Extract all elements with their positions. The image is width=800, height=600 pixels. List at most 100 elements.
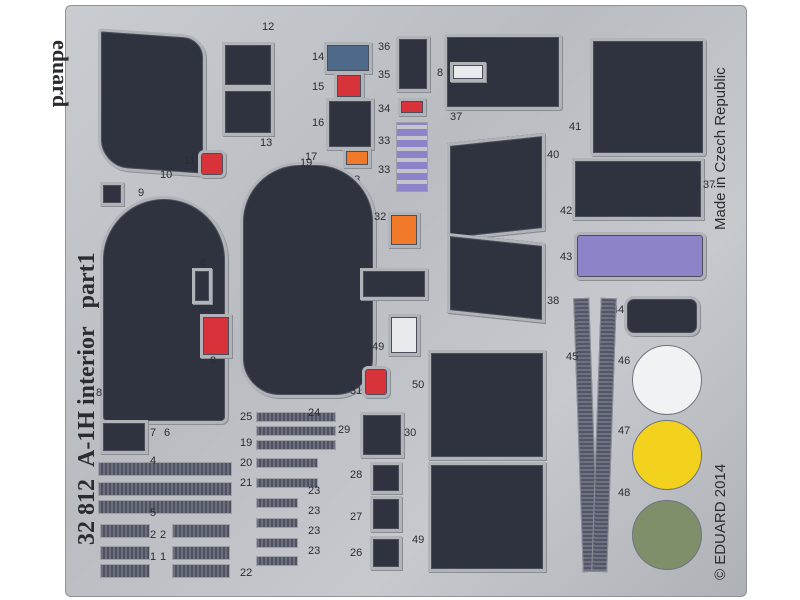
belt-part-2: [100, 524, 150, 538]
belt-part-3c: [98, 500, 232, 514]
product-part: part1: [74, 252, 100, 309]
dial-part-45: [632, 345, 702, 415]
panel-part-11: [198, 150, 226, 178]
product-code: 32 812: [74, 479, 100, 545]
belt-part-3b: [98, 482, 232, 496]
part-label: 8: [200, 257, 207, 269]
panel-part-40: [590, 38, 706, 156]
part-label: 29: [338, 424, 351, 436]
panel-part-39: [447, 132, 545, 242]
panel-part-7: [200, 314, 232, 358]
strip-part-23d: [256, 556, 298, 566]
brand-label: eduard: [48, 40, 73, 108]
part-label: 19: [240, 437, 253, 449]
part-label: 21: [240, 477, 253, 489]
instrument-panel-17: [240, 162, 376, 398]
part-label: 4: [150, 455, 157, 467]
dial-part-47: [632, 500, 702, 570]
part-label: 40: [547, 149, 560, 161]
part-label: 47: [618, 425, 631, 437]
part-label: 37: [703, 179, 716, 191]
part-label: 23: [308, 525, 321, 537]
panel-part-29: [360, 412, 404, 458]
part-label: 42: [560, 205, 573, 217]
strip-part-23c: [256, 538, 298, 548]
panel-part-28: [370, 462, 402, 494]
strip-part-23b: [256, 518, 298, 528]
part-label: 8: [96, 387, 103, 399]
panel-part-8: [192, 268, 212, 304]
panel-part-43: [624, 296, 700, 336]
part-label: 2: [150, 529, 157, 541]
part-label: 28: [350, 469, 363, 481]
part-label: 6: [164, 427, 171, 439]
part-label: 44: [612, 304, 625, 316]
panel-part-5: [100, 420, 148, 454]
part-label: 9: [138, 187, 145, 199]
panel-part-13: [222, 88, 274, 136]
part-label: 31: [350, 385, 363, 397]
panel-part-15: [334, 72, 364, 100]
panel-part-31: [362, 366, 390, 398]
belt-part-3: [98, 462, 232, 476]
switch-panel-36: [396, 36, 430, 92]
part-label: 2: [160, 529, 167, 541]
strip-part-23a: [256, 498, 298, 508]
part-label: 41: [569, 121, 582, 133]
panel-part-9: [100, 182, 124, 206]
part-label: 38: [547, 295, 560, 307]
strip-part-25: [256, 412, 336, 422]
part-label: 7: [150, 427, 157, 439]
strip-part-24: [256, 426, 336, 436]
strip-part-19: [256, 440, 336, 450]
strip-part-20: [256, 458, 318, 468]
part-label: 8: [437, 67, 444, 79]
panel-part-17-ext: [360, 268, 428, 300]
part-label: 5: [150, 507, 157, 519]
belt-part-1c: [100, 564, 150, 578]
panel-part-26: [370, 536, 402, 570]
panel-part-14: [324, 42, 372, 74]
panel-part-32: [388, 212, 420, 248]
part-label: 10: [160, 169, 173, 181]
belt-part-1b: [172, 546, 230, 560]
panel-part-50: [428, 350, 546, 460]
part-label: 24: [308, 407, 321, 419]
panel-part-42: [574, 232, 706, 280]
part-label: 19: [300, 157, 313, 169]
panel-part-16: [326, 98, 374, 150]
part-label: 50: [412, 379, 425, 391]
part-label: 11: [184, 155, 196, 167]
part-label: 49: [412, 534, 425, 546]
part-label: 48: [618, 487, 631, 499]
part-label: 20: [240, 457, 253, 469]
panel-part-37-right: [572, 158, 704, 220]
part-label: 46: [618, 355, 631, 367]
panel-part-49: [428, 462, 546, 572]
part-label: 37: [450, 111, 463, 123]
part-label: 33: [378, 135, 391, 147]
belt-part-1: [100, 546, 150, 560]
strip-part-21: [256, 478, 318, 488]
panel-part-27: [370, 496, 402, 532]
part-label: 49: [372, 341, 385, 353]
part-label: 15: [312, 81, 325, 93]
part-label: 1: [150, 551, 157, 563]
part-label: 45: [566, 351, 579, 363]
part-label: 33: [378, 164, 391, 176]
origin-label: Made in Czech Republic: [712, 67, 729, 230]
belt-part-2b: [172, 524, 230, 538]
switch-strip-33: [396, 122, 428, 192]
part-label: 14: [312, 51, 325, 63]
part-label: 8: [210, 355, 217, 367]
part-label: 23: [308, 545, 321, 557]
part-label: 32: [374, 211, 387, 223]
copyright-label: © EDUARD 2014: [712, 463, 729, 580]
dial-part-46: [632, 420, 702, 490]
belt-part-1d: [172, 564, 230, 578]
part-label: 12: [262, 21, 275, 33]
panel-part-12: [222, 42, 274, 88]
part-label: 43: [560, 251, 573, 263]
switch-panel-34: [398, 98, 426, 116]
part-label: 26: [350, 547, 363, 559]
